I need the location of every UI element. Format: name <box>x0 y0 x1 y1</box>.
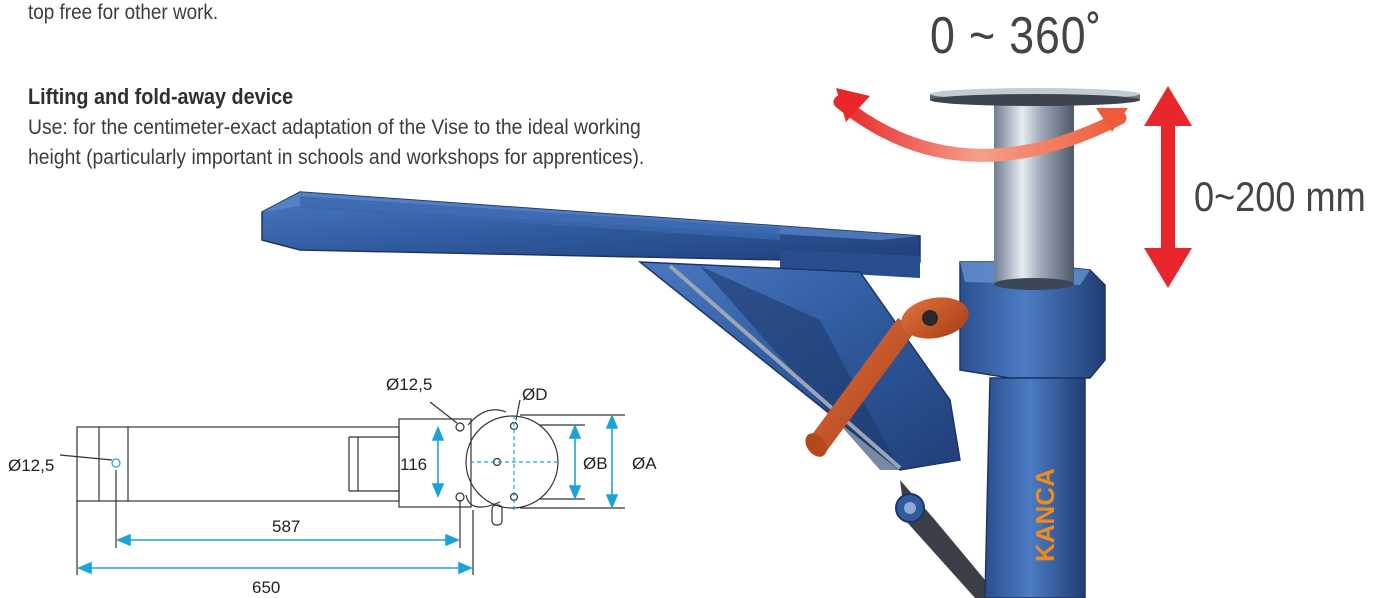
dim-length-650: 650 <box>252 578 280 597</box>
rotation-label: 0 ~ 360˚ <box>930 7 1103 65</box>
section-body-line-2: height (particularly important in school… <box>28 145 645 169</box>
dim-diameter-d: ØD <box>522 385 548 404</box>
technical-drawing <box>59 399 625 575</box>
intro-text-tail: top free for other work. <box>28 1 219 24</box>
dim-hole-left: Ø12,5 <box>8 456 54 475</box>
lift-arrow <box>1144 86 1192 288</box>
dimension-lines <box>76 413 619 575</box>
fold-away-arm <box>261 191 1000 598</box>
section-body: Use: for the centimeter-exact adaptation… <box>28 112 644 172</box>
chrome-pipe <box>994 104 1074 290</box>
section-body-line-1: Use: for the centimeter-exact adaptation… <box>28 115 641 139</box>
rotating-top-plate <box>930 88 1140 106</box>
dim-height-116: 116 <box>400 455 427 474</box>
dim-diameter-b: ØB <box>583 454 608 473</box>
lift-label: 0~200 mm <box>1194 173 1366 220</box>
dim-hole-right: Ø12,5 <box>386 375 432 394</box>
rotation-arrow <box>833 88 1128 162</box>
lower-column <box>984 377 1086 598</box>
brand-text: KANCA <box>1030 468 1060 562</box>
section-heading: Lifting and fold-away device <box>28 84 294 109</box>
dim-length-587: 587 <box>272 517 300 536</box>
clamp-handle <box>805 297 969 457</box>
dim-diameter-a: ØA <box>632 454 657 473</box>
